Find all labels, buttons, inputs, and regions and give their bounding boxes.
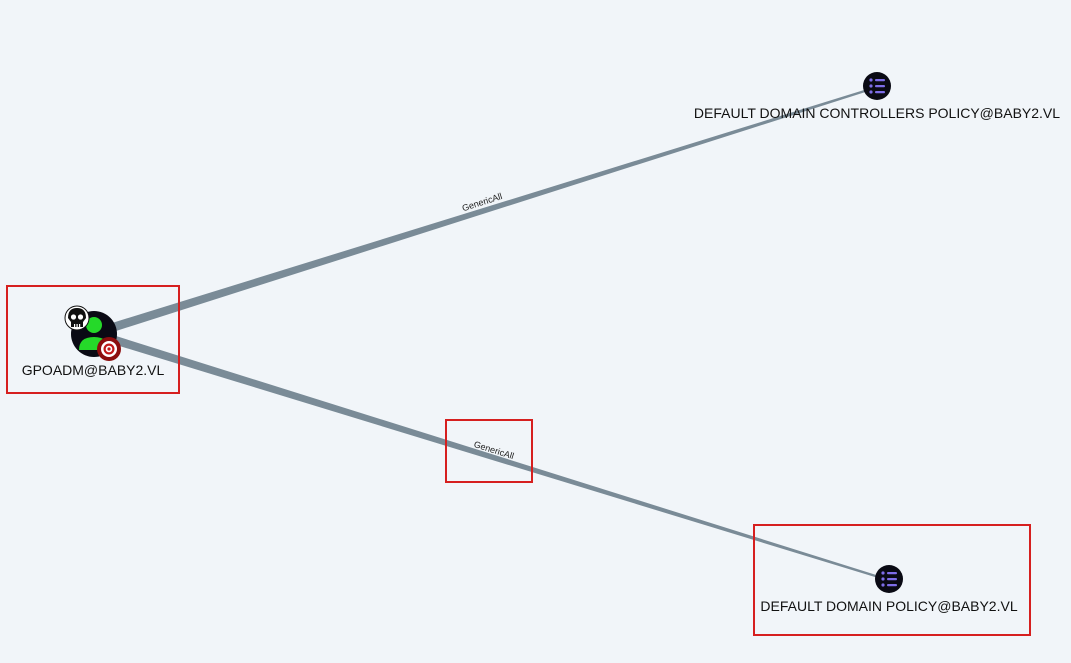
edge-genericall-dc-policy[interactable]: GenericAll	[112, 86, 878, 331]
node-gpoadm[interactable]: GPOADM@BABY2.VL	[22, 305, 165, 378]
list-icon	[869, 78, 885, 94]
list-icon	[881, 571, 897, 587]
highlight-box-edge-label	[445, 419, 533, 483]
node-default-domain-policy[interactable]: DEFAULT DOMAIN POLICY@BABY2.VL	[760, 565, 1018, 614]
node-default-domain-controllers-policy[interactable]: DEFAULT DOMAIN CONTROLLERS POLICY@BABY2.…	[694, 72, 1060, 121]
edge-line[interactable]	[113, 336, 889, 581]
edge-line[interactable]	[112, 86, 878, 331]
node-label: DEFAULT DOMAIN POLICY@BABY2.VL	[760, 598, 1017, 614]
node-label: GPOADM@BABY2.VL	[22, 362, 165, 378]
node-label: DEFAULT DOMAIN CONTROLLERS POLICY@BABY2.…	[694, 105, 1060, 121]
target-icon	[97, 337, 121, 361]
edge-genericall-domain-policy[interactable]: GenericAll	[113, 336, 889, 581]
highlight-box-source-node	[6, 285, 180, 394]
highlight-box-target-node	[753, 524, 1031, 636]
skull-icon	[64, 305, 90, 331]
